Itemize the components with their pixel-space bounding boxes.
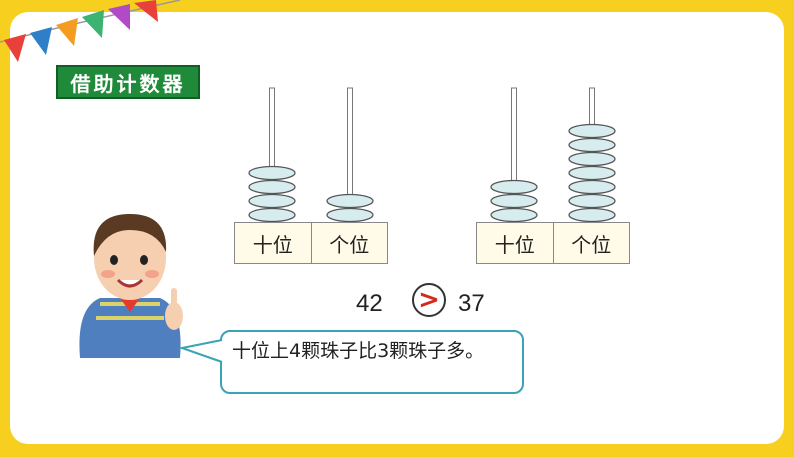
abacus-left	[234, 85, 388, 225]
tens-label: 十位	[252, 232, 293, 257]
abacus-bead	[568, 193, 616, 209]
number-right: 37	[458, 290, 485, 317]
bunting-decoration	[0, 0, 181, 62]
abacus-bead	[568, 137, 616, 153]
ones-label: 个位	[310, 223, 388, 263]
abacus-bead	[248, 193, 296, 209]
speech-bubble-tail	[180, 339, 223, 363]
boy-illustration	[79, 214, 183, 358]
abacus-bead	[248, 207, 296, 223]
abacus-bead	[568, 123, 616, 139]
abacus-bead	[568, 151, 616, 167]
abacus-bead	[248, 179, 296, 195]
abacus-bead	[490, 179, 538, 195]
place-value-row-right: 十位 个位	[476, 222, 630, 264]
title-box: 借助计数器	[56, 65, 200, 99]
abacus-bead	[568, 207, 616, 223]
speech-bubble: 十位上4颗珠子比3颗珠子多。	[220, 330, 524, 394]
page-title: 借助计数器	[70, 71, 186, 96]
abacus-bead	[326, 193, 374, 209]
tens-label: 十位	[494, 232, 535, 257]
ones-label: 个位	[552, 223, 630, 263]
comparison-symbol: >	[412, 283, 446, 317]
abacus-bead	[568, 179, 616, 195]
number-left: 42	[356, 290, 383, 317]
place-value-row-left: 十位 个位	[234, 222, 388, 264]
abacus-bead	[568, 165, 616, 181]
abacus-bead	[490, 207, 538, 223]
abacus-bead	[326, 207, 374, 223]
abacus-bead	[490, 193, 538, 209]
speech-text: 十位上4颗珠子比3颗珠子多。	[232, 340, 485, 362]
abacus-right	[476, 85, 630, 225]
abacus-bead	[248, 165, 296, 181]
